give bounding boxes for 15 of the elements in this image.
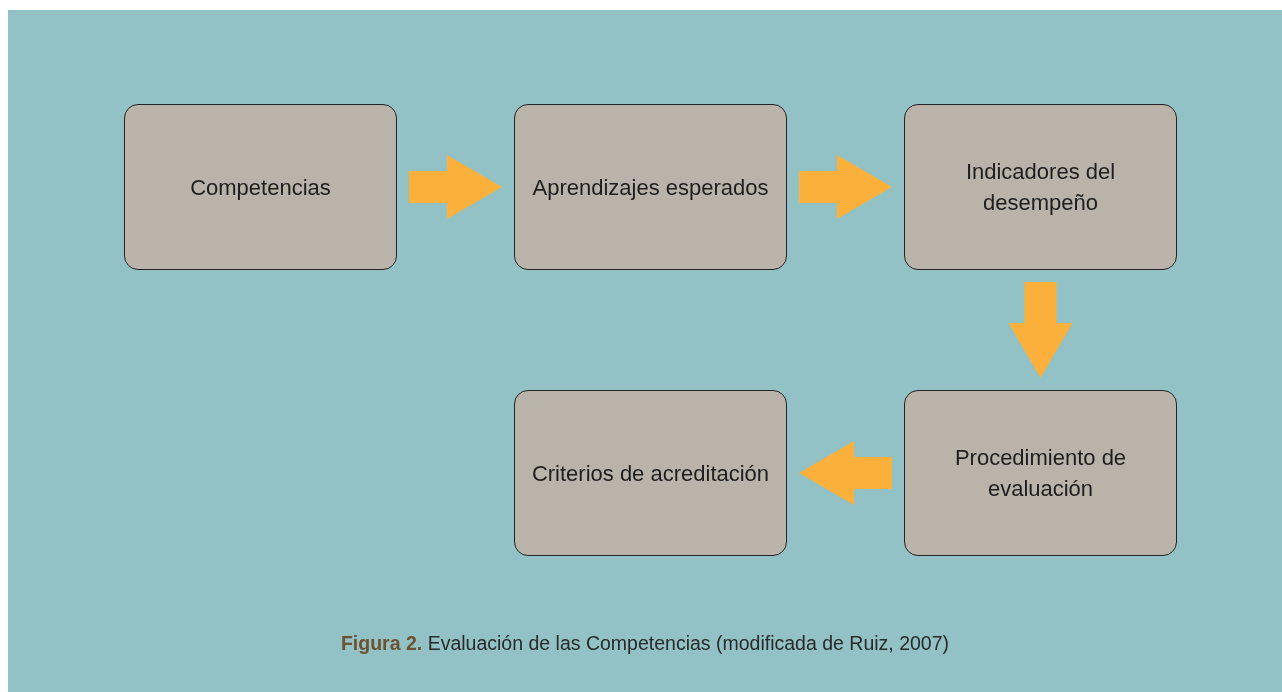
- block-arrow: [799, 441, 892, 505]
- box-label: Criterios de acreditación: [530, 459, 771, 488]
- block-arrow: [799, 155, 892, 219]
- process-box: [904, 390, 1177, 556]
- process-box: [514, 390, 787, 556]
- box-label: Competencias: [189, 173, 332, 202]
- block-arrow: [409, 155, 502, 219]
- box-label: Aprendizajes esperados: [531, 173, 770, 202]
- box-label: Indicadores del desempeño: [964, 158, 1117, 217]
- process-box: [124, 104, 397, 270]
- box-label: Procedimiento de evaluación: [953, 444, 1128, 503]
- process-box: [904, 104, 1177, 270]
- figure-caption: Figura 2. Evaluación de las Competencias (modificada de Ruiz, 2007): [340, 632, 950, 654]
- process-box: [514, 104, 787, 270]
- block-arrow: [1008, 282, 1073, 378]
